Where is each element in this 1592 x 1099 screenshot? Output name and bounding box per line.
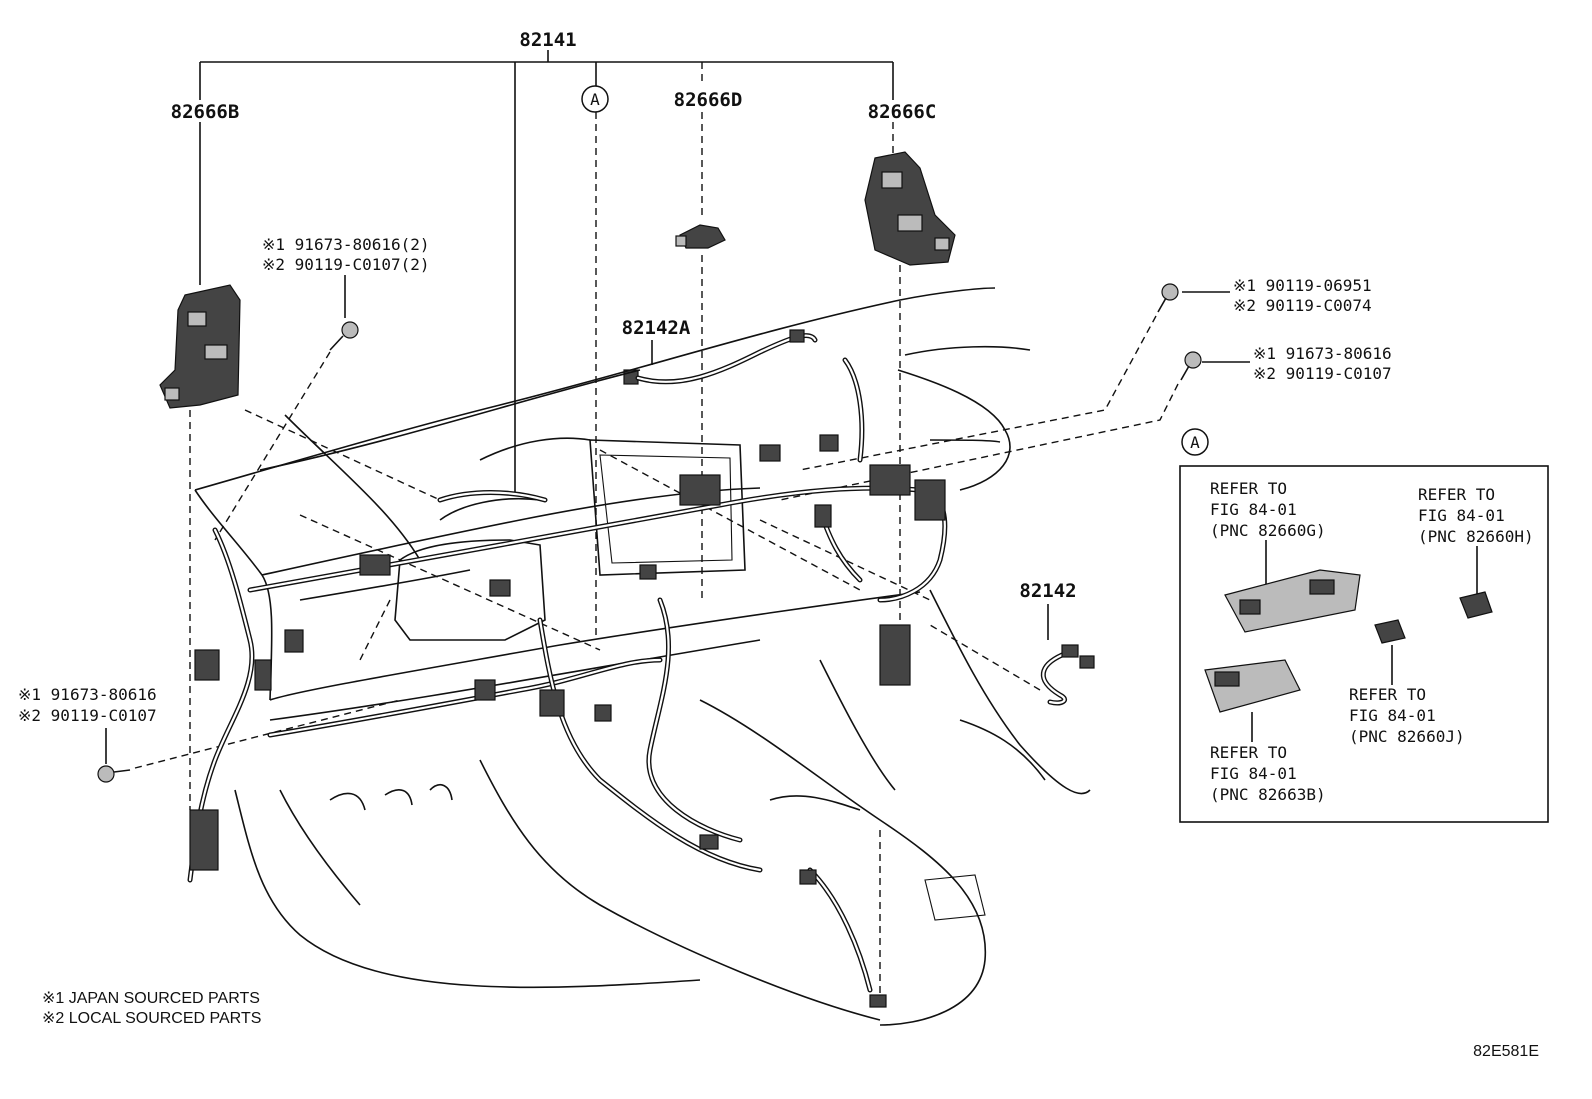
svg-text:※1 90119-06951: ※1 90119-06951 — [1233, 276, 1372, 295]
svg-text:※2 90119-C0107: ※2 90119-C0107 — [18, 706, 157, 725]
marker-a: A — [581, 85, 609, 113]
svg-text:※2 90119-C0074: ※2 90119-C0074 — [1233, 296, 1372, 315]
relay-block-82666b — [159, 284, 241, 409]
junction-block-82666c — [864, 151, 956, 266]
label-82666d: 82666D — [674, 89, 743, 111]
side-harness-82142 — [929, 604, 1095, 706]
inset-box — [1179, 465, 1549, 823]
harness-connectors — [189, 434, 946, 1008]
svg-text:FIG 84-01: FIG 84-01 — [1418, 506, 1505, 525]
inset-refer-b: REFER TO FIG 84-01 (PNC 82663B) — [1204, 659, 1326, 804]
svg-text:(PNC 82660G): (PNC 82660G) — [1210, 521, 1326, 540]
connector-82666d — [675, 224, 726, 249]
label-82141: 82141 — [519, 29, 576, 51]
bolt-icon — [97, 699, 401, 783]
svg-text:FIG 84-01: FIG 84-01 — [1210, 764, 1297, 783]
inset-refer-h: REFER TO FIG 84-01 (PNC 82660H) — [1418, 485, 1534, 619]
bolt-icon — [779, 351, 1202, 501]
svg-text:※1 91673-80616: ※1 91673-80616 — [18, 685, 157, 704]
footnote-local: ※2 LOCAL SOURCED PARTS — [42, 1010, 261, 1027]
svg-text:FIG 84-01: FIG 84-01 — [1210, 500, 1297, 519]
label-82142a: 82142A — [622, 317, 691, 339]
svg-text:(PNC 82660H): (PNC 82660H) — [1418, 527, 1534, 546]
svg-text:REFER TO: REFER TO — [1210, 743, 1287, 762]
svg-text:A: A — [1190, 433, 1200, 452]
inset-refer-j: REFER TO FIG 84-01 (PNC 82660J) — [1349, 619, 1465, 746]
footnote-japan: ※1 JAPAN SOURCED PARTS — [42, 990, 260, 1007]
fastener-callout-top-right-1: ※1 90119-06951 ※2 90119-C0074 — [1182, 276, 1372, 315]
bolt-icon — [799, 283, 1179, 471]
svg-text:(PNC 82660J): (PNC 82660J) — [1349, 727, 1465, 746]
fastener-callout-bottom-left: ※1 91673-80616 ※2 90119-C0107 — [18, 685, 157, 764]
label-82142: 82142 — [1019, 580, 1076, 602]
svg-text:A: A — [590, 90, 600, 109]
label-82666c: 82666C — [868, 101, 937, 123]
leader-82141 — [189, 50, 901, 810]
svg-text:※1 91673-80616: ※1 91673-80616 — [1253, 344, 1392, 363]
fastener-callout-top-left: ※1 91673-80616(2) ※2 90119-C0107(2) — [262, 235, 430, 318]
marker-a-inset: A — [1181, 428, 1209, 456]
inset-refer-g: REFER TO FIG 84-01 (PNC 82660G) — [1210, 479, 1361, 633]
svg-text:REFER TO: REFER TO — [1418, 485, 1495, 504]
dashboard-outline — [194, 287, 1091, 1026]
figure-code: 82E581E — [1473, 1043, 1539, 1060]
sub-harness-82142a — [623, 329, 818, 385]
bolt-icon — [214, 321, 359, 541]
main-wire-harness-82141 — [187, 357, 948, 993]
svg-text:(PNC 82663B): (PNC 82663B) — [1210, 785, 1326, 804]
svg-text:REFER TO: REFER TO — [1349, 685, 1426, 704]
fastener-callout-top-right-2: ※1 91673-80616 ※2 90119-C0107 — [1202, 344, 1392, 383]
label-82666b: 82666B — [171, 101, 240, 123]
svg-text:※1 91673-80616(2): ※1 91673-80616(2) — [262, 235, 430, 254]
svg-text:※2 90119-C0107(2): ※2 90119-C0107(2) — [262, 255, 430, 274]
assembly-guide-lines — [244, 409, 931, 1000]
svg-text:※2 90119-C0107: ※2 90119-C0107 — [1253, 364, 1392, 383]
svg-text:FIG 84-01: FIG 84-01 — [1349, 706, 1436, 725]
svg-text:REFER TO: REFER TO — [1210, 479, 1287, 498]
